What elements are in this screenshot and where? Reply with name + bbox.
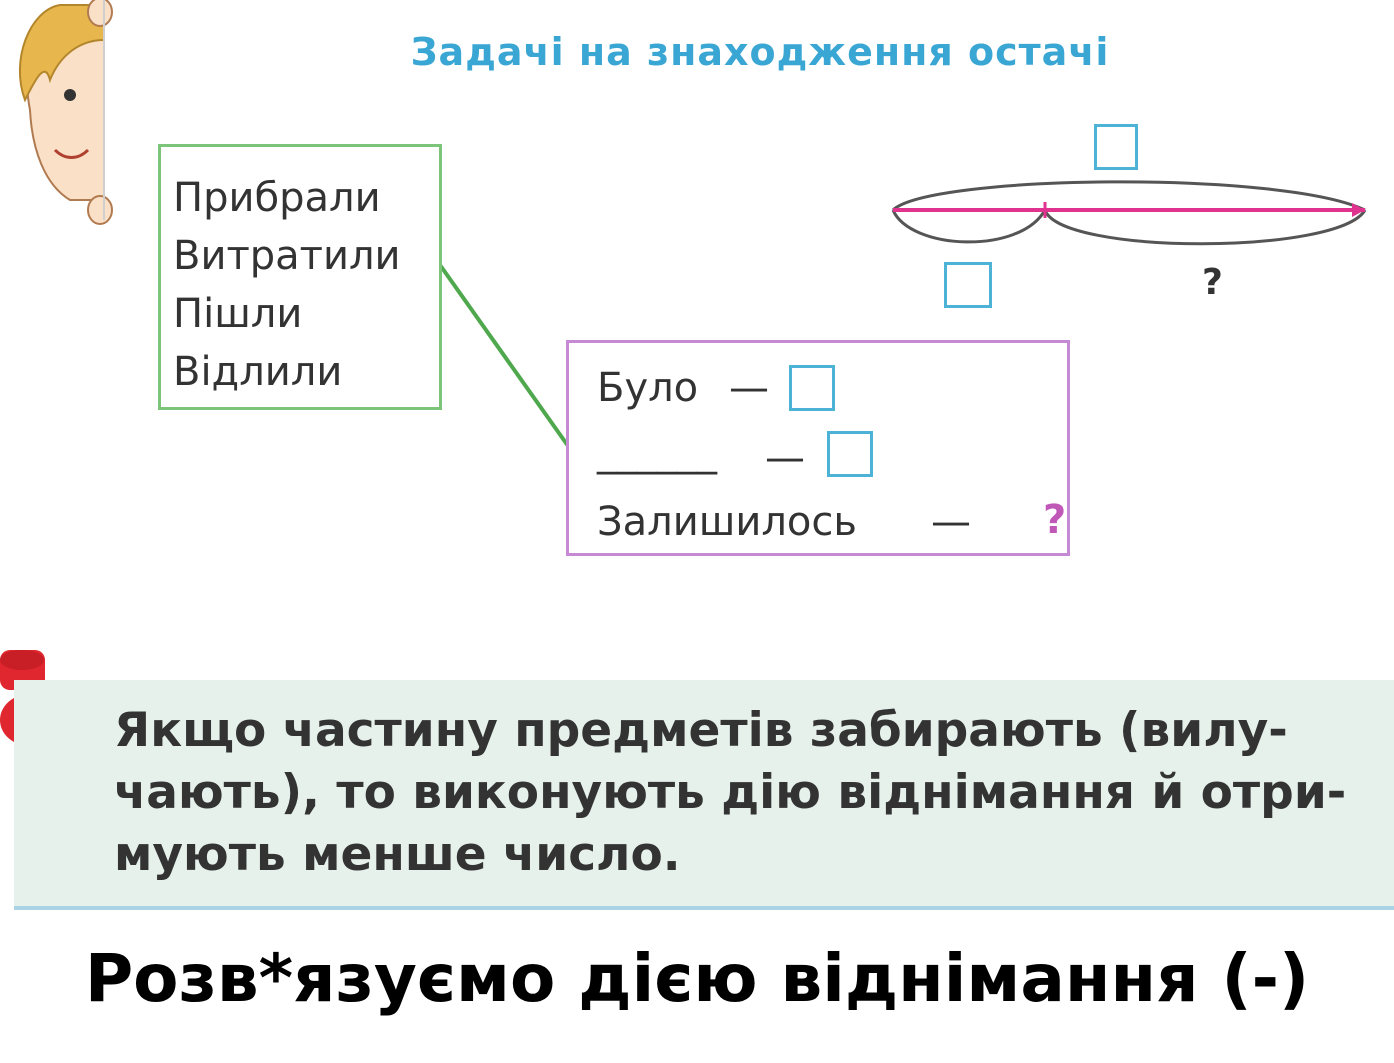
whole-answer-box [1094, 124, 1138, 170]
row2-answer-box [827, 431, 873, 477]
row3-label: Залишилось [597, 499, 857, 545]
rule-line: мують менше число. [114, 827, 681, 882]
scheme-box: Було — ______ — Залишилось — ? [566, 340, 1070, 556]
verb-item: Витратили [173, 233, 401, 279]
footer-caption: Розв*язуємо дією віднімання (-) [84, 940, 1310, 1017]
row2-dash: — [765, 435, 805, 481]
segment-diagram [891, 180, 1367, 246]
rule-line: чають), то виконують дію віднімання й от… [114, 765, 1347, 820]
boy-peeking-icon [0, 0, 113, 225]
row3-dash: — [931, 499, 971, 545]
row2-blank: ______ [597, 429, 717, 475]
row1-label: Було [597, 365, 699, 411]
row1-answer-box [789, 365, 835, 411]
verbs-box: Прибрали Витратили Пішли Відлили [158, 144, 442, 410]
rule-line: Якщо частину предметів забирають (вилу- [114, 703, 1288, 758]
row3-question: ? [1043, 497, 1067, 543]
page-title: Задачі на знаходження остачі [410, 30, 1110, 74]
rule-note: Якщо частину предметів забирають (вилу- … [14, 680, 1394, 910]
verb-item: Пішли [173, 291, 303, 337]
rule-text: Якщо частину предметів забирають (вилу- … [114, 700, 1374, 886]
verb-item: Прибрали [173, 175, 381, 221]
verb-item: Відлили [173, 349, 343, 395]
part-answer-box [944, 262, 992, 308]
part-question: ? [1202, 262, 1223, 303]
row1-dash: — [729, 365, 769, 411]
arrow-icon [438, 263, 583, 467]
